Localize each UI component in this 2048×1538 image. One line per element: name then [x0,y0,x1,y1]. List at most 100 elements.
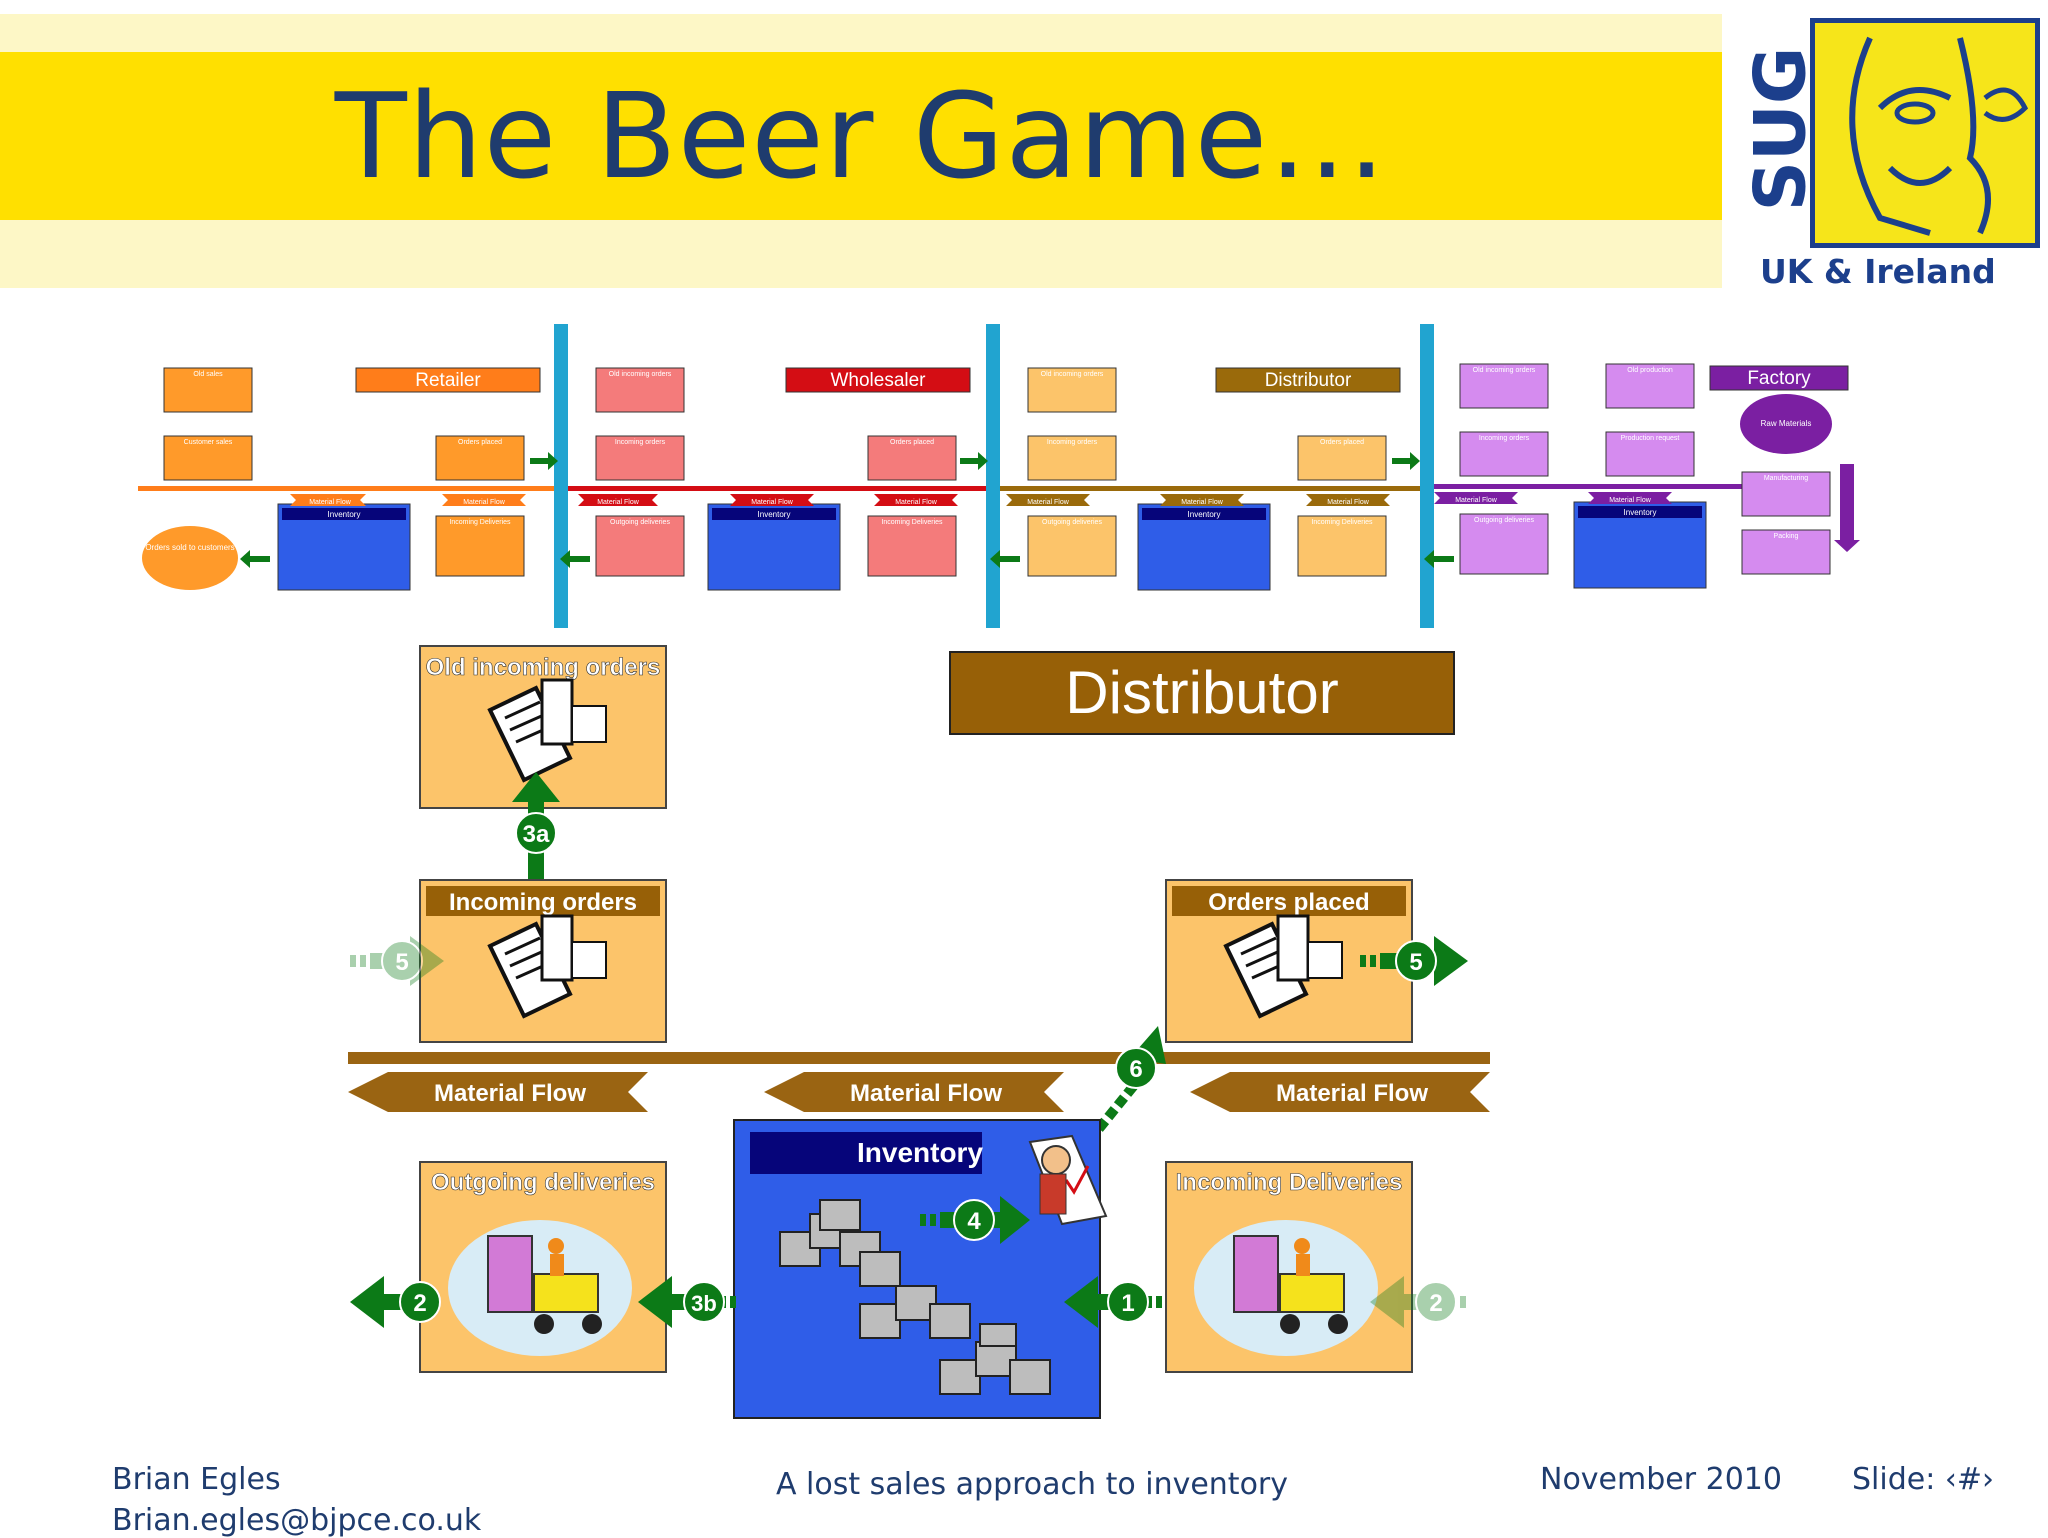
step-2-label: 2 [413,1290,426,1317]
svg-text:Old incoming orders: Old incoming orders [1473,367,1536,374]
svg-text:Packing: Packing [1774,533,1799,540]
stage-label-distributor: Distributor [1265,370,1352,391]
step-2-faded-label: 2 [1429,1290,1442,1317]
svg-text:Orders placed: Orders placed [890,439,934,446]
svg-text:Inventory: Inventory [328,510,361,519]
material-flow-arrow-1: Material Flow [348,1072,648,1112]
step-3a-arrow: 3a [512,772,560,894]
overview-divider-2 [986,324,1000,628]
step-5-label: 5 [1409,949,1422,976]
factory-boxes: Old incoming orders Incoming orders Old … [1434,363,1860,589]
svg-text:Manufacturing: Manufacturing [1764,475,1808,482]
svg-text:Inventory: Inventory [1188,510,1221,519]
svg-text:Material Flow: Material Flow [1181,499,1224,506]
svg-text:Raw Materials: Raw Materials [1761,419,1812,428]
svg-text:Production request: Production request [1621,435,1680,442]
svg-text:Material Flow: Material Flow [434,1080,586,1107]
step-6-arrow: 6 [1076,1026,1166,1156]
svg-text:Old incoming orders: Old incoming orders [426,654,661,681]
step-5-faded-label: 5 [395,949,408,976]
svg-text:Old sales: Old sales [193,371,223,378]
svg-text:Material Flow: Material Flow [597,499,640,506]
retailer-boxes: Old sales Customer sales Orders placed I… [142,367,526,591]
svg-text:Customer sales: Customer sales [184,439,233,446]
svg-text:Material Flow: Material Flow [895,499,938,506]
title-band [0,52,1722,220]
step-3b-arrow: 3b [638,1276,736,1328]
boxes-icon [779,1199,1051,1395]
svg-text:Incoming Deliveries: Incoming Deliveries [1176,1169,1403,1196]
forklift-icon [1194,1220,1378,1356]
stage-label-wholesaler: Wholesaler [830,370,926,391]
logo-sug-text: SUG [1739,46,1821,212]
stage-title: Distributor [1065,659,1338,726]
step-4-arrow: 4 [920,1196,1030,1244]
step-2-arrow: 2 [350,1276,441,1328]
stage-label-retailer: Retailer [415,370,481,391]
footer-date: November 2010 [1540,1462,1782,1497]
svg-text:Material Flow: Material Flow [751,499,794,506]
svg-text:Orders placed: Orders placed [458,439,502,446]
documents-icon [487,914,607,1019]
svg-text:Old incoming orders: Old incoming orders [1041,371,1104,378]
svg-text:Outgoing deliveries: Outgoing deliveries [431,1169,655,1196]
step-5-arrow: 5 [1360,936,1468,986]
step-6-label: 6 [1129,1056,1142,1083]
distributor-boxes: Old incoming orders Incoming orders Orde… [1006,367,1390,591]
footer-email: Brian.egles@bjpce.co.uk [112,1503,482,1538]
incoming-orders-box: Incoming orders [419,879,667,1043]
overview-divider-3 [1420,324,1434,628]
slide-title: The Beer Game… [334,67,1388,205]
svg-text:Material Flow: Material Flow [1027,499,1070,506]
stage-label-factory: Factory [1747,368,1811,389]
svg-text:Material Flow: Material Flow [309,499,352,506]
svg-text:Incoming orders: Incoming orders [449,889,637,916]
svg-text:Incoming Deliveries: Incoming Deliveries [449,519,511,526]
svg-text:Old production: Old production [1627,367,1673,374]
documents-icon [1223,914,1343,1019]
forklift-icon [448,1220,632,1356]
svg-text:Material Flow: Material Flow [1276,1080,1428,1107]
svg-text:Incoming Deliveries: Incoming Deliveries [881,519,943,526]
footer-slide-number: Slide: ‹#› [1852,1462,1994,1497]
old-incoming-orders-box: Old incoming orders [419,645,667,809]
svg-text:Outgoing deliveries: Outgoing deliveries [1042,519,1102,526]
distributor-detail-diagram: Distributor Old incoming orders 3a Incom… [348,645,1490,1419]
svg-text:Outgoing deliveries: Outgoing deliveries [610,519,670,526]
svg-text:Orders placed: Orders placed [1208,889,1369,916]
svg-text:Old incoming orders: Old incoming orders [609,371,672,378]
footer-author: Brian Egles [112,1462,281,1497]
svg-text:Inventory: Inventory [1624,508,1657,517]
svg-text:Orders sold to customers: Orders sold to customers [145,543,234,552]
step-3a-label: 3a [523,821,550,848]
material-flow-arrow-3: Material Flow [1190,1072,1490,1112]
svg-text:Material Flow: Material Flow [463,499,506,506]
step-1-arrow: 1 [1064,1276,1162,1328]
logo-face-icon [1810,18,2040,248]
overview-divider-1 [554,324,568,628]
svg-text:Incoming Deliveries: Incoming Deliveries [1311,519,1373,526]
stage-title-box [949,651,1455,735]
svg-text:Material Flow: Material Flow [850,1080,1002,1107]
step-4-label: 4 [967,1208,981,1235]
svg-text:Material Flow: Material Flow [1455,497,1498,504]
step-2-incoming-arrow: 2 [1370,1276,1466,1328]
svg-text:Inventory: Inventory [758,510,791,519]
inventory-title: Inventory [857,1137,983,1168]
footer-subtitle: A lost sales approach to inventory [776,1467,1289,1502]
orders-placed-box: Orders placed [1165,879,1413,1043]
documents-icon [487,678,607,783]
svg-text:Material Flow: Material Flow [1327,499,1370,506]
svg-text:Orders placed: Orders placed [1320,439,1364,446]
logo-subtext: UK & Ireland [1760,252,1996,291]
svg-text:Incoming orders: Incoming orders [1047,439,1098,446]
step-1-label: 1 [1121,1290,1134,1317]
step-3b-label: 3b [691,1291,717,1316]
inventory-box: Inventory [733,1119,1101,1419]
svg-text:Outgoing deliveries: Outgoing deliveries [1474,517,1534,524]
svg-text:Incoming orders: Incoming orders [1479,435,1530,442]
step-5-incoming-arrow: 5 [350,936,444,986]
clipboard-person-icon [1028,1134,1108,1226]
material-flow-arrow-2: Material Flow [764,1072,1064,1112]
svg-text:Incoming orders: Incoming orders [615,439,666,446]
